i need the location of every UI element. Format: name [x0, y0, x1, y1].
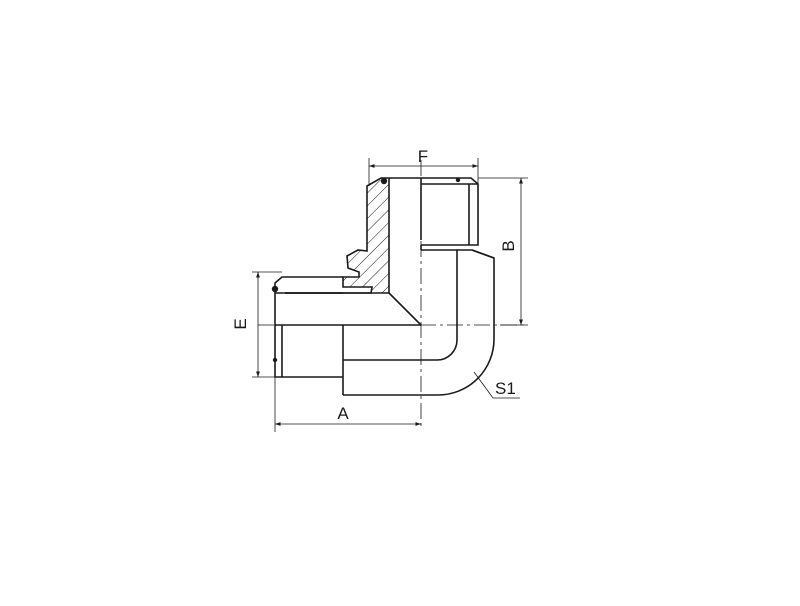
seal-dot-left-top [271, 285, 279, 293]
bend-outer [343, 249, 495, 396]
seal-dot-top-right [455, 177, 461, 183]
label-b: B [499, 240, 518, 251]
body-outline [285, 177, 389, 294]
label-e: E [231, 318, 250, 329]
label-a: A [337, 404, 349, 423]
junction-diagonal [388, 292, 422, 326]
left-end-outline [274, 276, 343, 378]
s1-leader [473, 371, 520, 399]
bend-side-top [471, 249, 495, 259]
hatched-section [343, 180, 389, 293]
label-s1: S1 [495, 379, 516, 398]
bend-inner [343, 250, 458, 361]
label-f: F [418, 147, 428, 166]
seal-dot-left-bottom [272, 357, 278, 363]
top-end-outline [389, 177, 479, 246]
seal-dot-top-left [380, 177, 388, 185]
